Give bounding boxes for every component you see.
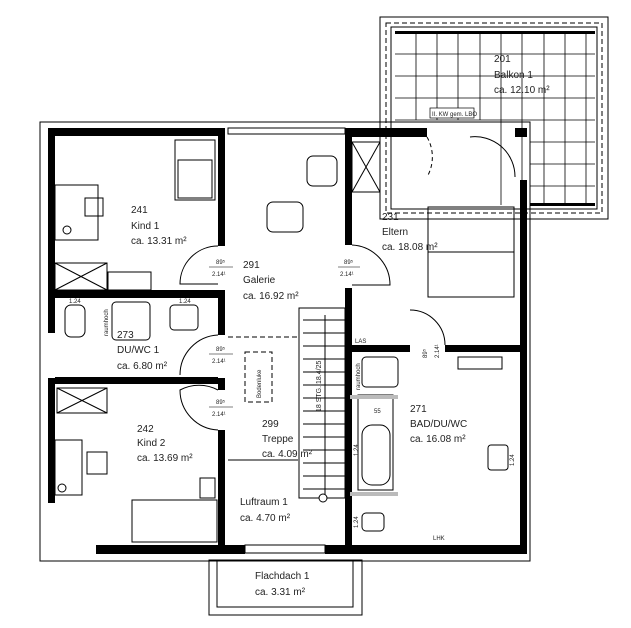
staircase [228, 307, 346, 503]
svg-text:Galerie: Galerie [243, 275, 276, 286]
svg-text:271: 271 [410, 404, 427, 415]
balcony: II. KW gem. LBO [379, 16, 609, 220]
attic-hatch-label: Bodenluke [257, 369, 263, 398]
furniture [54, 139, 515, 543]
dim-124: 1.24 [179, 299, 191, 305]
room-291: 291 Galerie ca. 16.92 m² [243, 260, 299, 302]
svg-text:ca. 6.80 m²: ca. 6.80 m² [117, 361, 168, 372]
svg-text:ca. 16.08 m²: ca. 16.08 m² [410, 434, 466, 445]
svg-text:291: 291 [243, 260, 260, 271]
svg-text:ca. 13.31 m²: ca. 13.31 m² [131, 236, 187, 247]
svg-text:Kind 2: Kind 2 [137, 438, 166, 449]
svg-text:ca. 4.70 m²: ca. 4.70 m² [240, 513, 291, 524]
dim-124: 1.24 [510, 454, 516, 466]
lhk-label: LHK [433, 536, 445, 542]
svg-text:ca. 3.31 m²: ca. 3.31 m² [255, 587, 306, 598]
svg-text:2.14¹: 2.14¹ [435, 344, 441, 358]
room-flachdach: Flachdach 1 ca. 3.31 m² [255, 571, 310, 598]
svg-text:BAD/DU/WC: BAD/DU/WC [410, 419, 467, 430]
dim-55: 55 [374, 409, 381, 415]
svg-text:Kind 1: Kind 1 [131, 221, 160, 232]
svg-text:89⁵: 89⁵ [344, 259, 354, 266]
svg-text:DU/WC 1: DU/WC 1 [117, 345, 160, 356]
svg-text:89⁵: 89⁵ [216, 346, 226, 353]
las-label: LAS [355, 339, 366, 345]
svg-text:89⁵: 89⁵ [422, 348, 429, 358]
dim-124: 1.24 [354, 516, 360, 528]
svg-text:273: 273 [117, 330, 134, 341]
shelf [350, 395, 398, 399]
svg-text:299: 299 [262, 419, 279, 430]
svg-text:ca. 18.08 m²: ca. 18.08 m² [382, 242, 438, 253]
room-242: 242 Kind 2 ca. 13.69 m² [137, 424, 193, 464]
svg-text:2.14¹: 2.14¹ [212, 359, 226, 365]
dim-124: 1.24 [354, 444, 360, 456]
shelf [350, 492, 398, 496]
svg-text:ca. 12.10 m²: ca. 12.10 m² [494, 85, 550, 96]
svg-text:241: 241 [131, 205, 148, 216]
attic-hatch [244, 351, 273, 403]
room-201: 201 Balkon 1 ca. 12.10 m² [494, 54, 550, 96]
raumhoch-label: raumhoch [104, 309, 110, 336]
stairs-label: 18 STG. 18.4/25 [316, 361, 323, 412]
svg-text:Treppe: Treppe [262, 434, 294, 445]
annotations: 1.24 1.24 raumhoch raumhoch LAS 55 1.24 … [69, 299, 516, 542]
room-241: 241 Kind 1 ca. 13.31 m² [131, 205, 187, 247]
room-299: 299 Treppe ca. 4.09 m² [262, 419, 313, 460]
svg-text:231: 231 [382, 212, 399, 223]
svg-text:Eltern: Eltern [382, 227, 408, 238]
raumhoch-label: raumhoch [356, 363, 362, 390]
building-outline [39, 121, 531, 562]
svg-text:Flachdach 1: Flachdach 1 [255, 571, 310, 582]
svg-text:2.14¹: 2.14¹ [212, 272, 226, 278]
svg-text:ca. 4.09 m²: ca. 4.09 m² [262, 449, 313, 460]
svg-text:89⁵: 89⁵ [216, 399, 226, 406]
flat-roof [208, 559, 363, 616]
svg-text:Luftraum 1: Luftraum 1 [240, 497, 288, 508]
room-271: 271 BAD/DU/WC ca. 16.08 m² [410, 404, 467, 445]
svg-text:89⁵: 89⁵ [216, 259, 226, 266]
dim-124: 1.24 [69, 299, 81, 305]
walls [48, 127, 527, 554]
room-luftraum: Luftraum 1 ca. 4.70 m² [240, 497, 291, 524]
room-273: 273 DU/WC 1 ca. 6.80 m² [117, 330, 168, 372]
room-231: 231 Eltern ca. 18.08 m² [382, 212, 438, 253]
svg-text:ca. 13.69 m²: ca. 13.69 m² [137, 453, 193, 464]
doors [179, 136, 516, 431]
kw-note: II. KW gem. LBO [432, 112, 477, 118]
svg-text:Balkon 1: Balkon 1 [494, 70, 533, 81]
svg-text:201: 201 [494, 54, 511, 65]
svg-text:2.14¹: 2.14¹ [212, 412, 226, 418]
svg-text:242: 242 [137, 424, 154, 435]
svg-text:2.14¹: 2.14¹ [340, 272, 354, 278]
svg-text:ca. 16.92 m²: ca. 16.92 m² [243, 291, 299, 302]
